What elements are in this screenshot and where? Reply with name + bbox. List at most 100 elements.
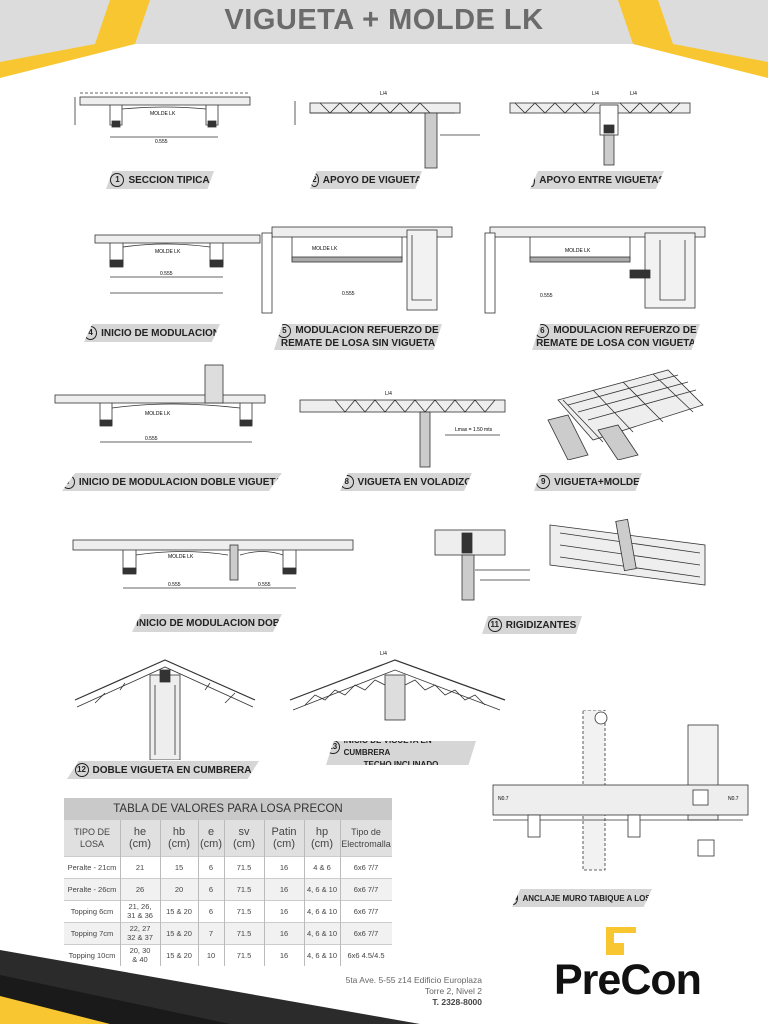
table-column-divider [120,820,121,966]
svg-text:0.555: 0.555 [168,582,181,588]
page-title: VIGUETA + MOLDE LK [224,4,544,36]
table-cell: 6 [208,906,214,916]
table-cell: 71.5 [236,906,252,916]
svg-text:MOLDE LK: MOLDE LK [150,111,176,117]
table-cell: 4, 6 & 10 [306,906,338,916]
bottom-band [0,950,420,1024]
table-column-divider [198,820,199,966]
detail-3-drawing: L/4 L/4 [509,91,691,166]
brand-name: PreCon [554,956,702,1004]
table-header-cell: hp(cm) [311,826,333,850]
detail-1-drawing: MOLDE LK 0.555 [74,92,251,145]
table-cell: 15 & 20 [166,928,192,938]
detail-14-drawing: N0.7 N0.7 [492,710,749,871]
svg-text:MOLDE LK: MOLDE LK [155,249,181,255]
table-cell: 16 [279,862,289,872]
detail-13-drawing: L/4 [289,651,506,721]
table-cell: Topping 10cm [68,950,116,960]
detail-11-drawing [434,518,706,601]
brand-logo-icon [606,927,636,955]
svg-text:N0.7: N0.7 [728,796,739,802]
svg-text:N0.7: N0.7 [498,796,509,802]
phone: T. 2328-8000 [432,997,482,1007]
table-cell: 6x6 7/7 [353,862,379,872]
svg-text:0.555: 0.555 [258,582,271,588]
table-row [64,878,392,901]
detail-12-drawing [74,659,256,760]
address-line-2: Torre 2, Nivel 2 [424,986,482,996]
table-cell: 6x6 7/7 [353,884,379,894]
table-header-row [64,820,392,856]
table-cell: 71.5 [236,928,252,938]
table-header-cell: TIPO DE LOSA [73,827,110,849]
svg-text:0.555: 0.555 [342,291,355,297]
table-header-cell: Patin(cm) [271,826,297,850]
table-cell: 71.5 [236,950,252,960]
table-cell: 16 [279,884,289,894]
table-cell: 4, 6 & 10 [306,950,338,960]
svg-text:MOLDE LK: MOLDE LK [565,248,591,254]
table-cell: 22, 27 32 & 37 [127,924,153,942]
table-row [64,900,392,923]
table-cell: 4, 6 & 10 [306,928,338,938]
table-column-divider [160,820,161,966]
table-header-cell: e(cm) [200,826,222,850]
detail-8-drawing: L/4 Lmax = 1.50 mts [299,391,506,468]
svg-text:L/4: L/4 [592,91,599,97]
table-cell: 15 & 20 [166,906,192,916]
footer-address: 5ta Ave. 5-55 z14 Edificio Europlaza Tor… [346,975,482,1008]
svg-text:Lmax = 1.50 mts: Lmax = 1.50 mts [455,427,493,433]
table-header-cell: sv(cm) [233,826,255,850]
table-row [64,856,392,879]
table-cell: 6 [208,862,214,872]
detail-6-drawing: MOLDE LK 0.555 [484,226,706,314]
table-row [64,944,392,967]
table-cell: 20, 30 & 40 [129,946,151,964]
svg-text:MOLDE LK: MOLDE LK [145,411,171,417]
table-cell: 20 [174,884,184,894]
svg-text:L/4: L/4 [630,91,637,97]
table-cell: Peralte - 26cm [67,884,117,894]
table-header-cell: he(cm) [129,826,151,850]
detail-2-drawing: L/4 [294,91,480,169]
table-column-divider [304,820,305,966]
table-cell: Peralte - 21cm [67,862,117,872]
corner-accent-right [618,0,768,78]
svg-text:L/4: L/4 [380,651,387,657]
address-line-1: 5ta Ave. 5-55 z14 Edificio Europlaza [345,975,482,985]
table-header-cell: hb(cm) [168,826,190,850]
detail-7-drawing: MOLDE LK 0.555 [54,364,266,443]
table-cell: 15 & 20 [166,950,192,960]
svg-text:MOLDE LK: MOLDE LK [168,554,194,560]
table-cell: 26 [135,884,145,894]
table-cell: 6x6 4.5/4.5 [347,950,385,960]
table-cell: Topping 7cm [70,928,114,938]
table-cell: 16 [279,928,289,938]
table-cell: 21 [135,862,145,872]
detail-5-drawing: MOLDE LK 0.555 [261,226,453,314]
svg-text:0.555: 0.555 [145,436,158,442]
svg-text:0.555: 0.555 [160,271,173,277]
table-cell: 7 [208,928,214,938]
table-cell: 16 [279,950,289,960]
table-cell: 6x6 7/7 [353,928,379,938]
detail-4-drawing: MOLDE LK 0.555 [94,234,261,294]
svg-text:L/4: L/4 [380,91,387,97]
table-cell: 15 [174,862,184,872]
table-column-divider [224,820,225,966]
svg-text:0.555: 0.555 [540,293,553,299]
table-cell: 71.5 [236,884,252,894]
table-cell: Topping 6cm [70,906,114,916]
svg-text:L/4: L/4 [385,391,392,397]
